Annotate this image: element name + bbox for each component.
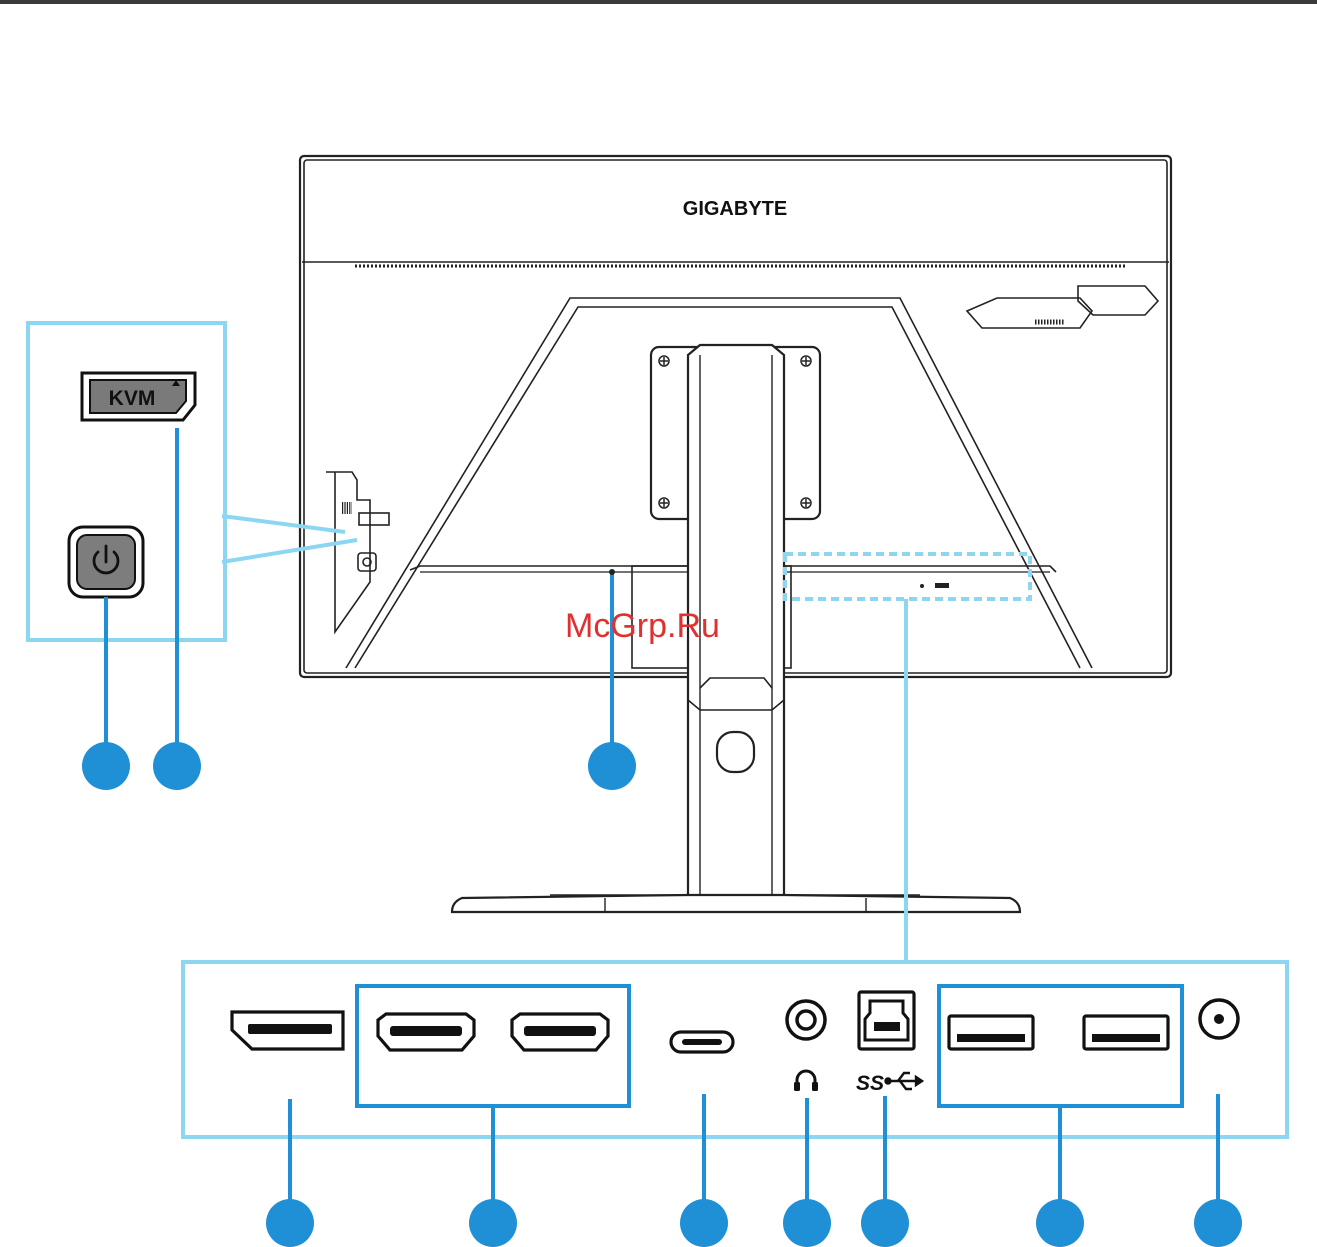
- usb-a-icon: [949, 1016, 1033, 1049]
- marker-stand: [588, 742, 636, 790]
- power-button[interactable]: [69, 527, 143, 597]
- marker-dc-in: [1194, 1199, 1242, 1247]
- ss-label: SS: [856, 1072, 884, 1095]
- dc-in-icon: [1200, 1000, 1238, 1038]
- headphone-jack-icon: [787, 1001, 825, 1091]
- marker-usb-downstream: [1036, 1199, 1084, 1247]
- usb-c-icon: [671, 1032, 733, 1052]
- marker-hdmi: [469, 1199, 517, 1247]
- usb-b-icon: SS: [856, 992, 922, 1095]
- displayport-icon: [232, 1012, 343, 1049]
- marker-kvm: [153, 742, 201, 790]
- usb-a-icon: [1084, 1016, 1168, 1049]
- kvm-label: KVM: [109, 387, 156, 410]
- hdmi-icon: [378, 1014, 474, 1050]
- marker-headphone: [783, 1199, 831, 1247]
- marker-usb-c: [680, 1199, 728, 1247]
- brand-logo: GIGABYTE: [683, 198, 787, 220]
- marker-displayport: [266, 1199, 314, 1247]
- kvm-button[interactable]: KVM: [82, 373, 195, 420]
- hdmi-icon: [512, 1014, 608, 1050]
- marker-power: [82, 742, 130, 790]
- watermark: McGrp.Ru: [565, 607, 720, 645]
- port-leaders: [290, 1094, 1218, 1202]
- usb-trident-icon: [886, 1073, 923, 1089]
- marker-usb-upstream: [861, 1199, 909, 1247]
